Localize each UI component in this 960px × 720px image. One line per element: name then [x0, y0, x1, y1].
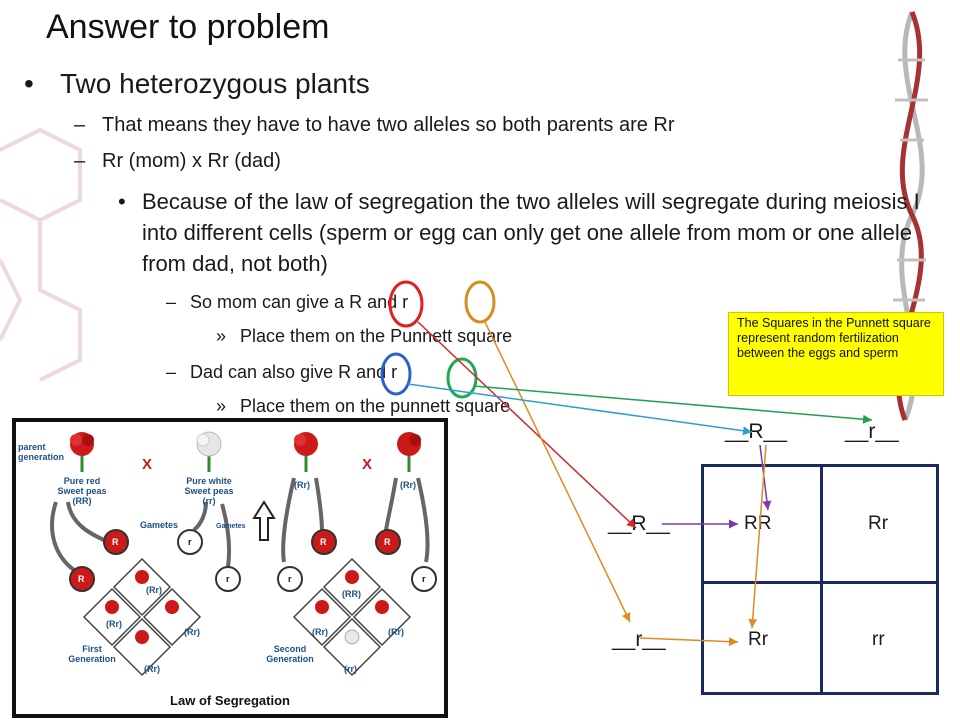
first-generation-label: First Generation	[68, 644, 116, 664]
allele-R-label: R	[78, 574, 85, 584]
white-flower-icon	[344, 629, 360, 645]
place-text-2: Place them on the punnett square	[240, 396, 511, 416]
dash-marker: –	[166, 362, 177, 382]
up-arrow-icon	[252, 500, 276, 541]
genotype-label: (Rr)	[312, 627, 328, 637]
molecule-decoration-icon	[0, 127, 82, 382]
punnett-cell: RR	[744, 513, 772, 534]
left-allele-r: __r__	[612, 628, 666, 651]
left-allele-R: __R__	[608, 512, 670, 535]
genotype-label: (Rr)	[144, 664, 160, 674]
punnett-square: RR Rr Rr rr	[701, 464, 939, 695]
allele-r-label: r	[422, 574, 426, 584]
punnett-cell: Rr	[748, 629, 769, 650]
punnett-cell: rr	[872, 629, 885, 650]
genotype-label: (Rr)	[388, 627, 404, 637]
genotype-label: (RR)	[342, 589, 361, 599]
top-allele-R: __R__	[725, 420, 787, 443]
genotype-label: (Rr)	[146, 585, 162, 595]
dash-marker: –	[74, 114, 86, 136]
parent-generation-label: parent generation	[18, 442, 65, 462]
bullet-marker: •	[24, 68, 34, 99]
gametes-label: Gametes	[140, 520, 179, 530]
second-generation-diamond	[292, 557, 412, 677]
main-bullet: Two heterozygous plants	[60, 68, 370, 99]
raquo-marker: »	[216, 326, 227, 346]
genotype-label: (Rr)	[184, 627, 200, 637]
bullet-marker: •	[118, 189, 126, 214]
parent-genotype-label: (Rr)	[294, 480, 310, 490]
allele-R-label: R	[320, 537, 327, 547]
genotype-label: (Rr)	[106, 619, 122, 629]
first-generation-diamond	[82, 557, 202, 677]
grid-divider	[704, 581, 936, 584]
punnett-cell: Rr	[868, 513, 889, 534]
top-allele-r: __r__	[845, 420, 899, 443]
gamete-ball-icon	[69, 529, 437, 592]
allele-R-label: R	[112, 537, 119, 547]
pure-white-label: Pure white Sweet peas (rr)	[184, 476, 234, 506]
raquo-marker: »	[216, 396, 227, 416]
dash-marker: –	[166, 292, 177, 312]
cross-symbol: X	[362, 456, 373, 473]
sub-bullet-2: Rr (mom) x Rr (dad)	[102, 150, 281, 172]
cross-symbol: X	[142, 456, 153, 473]
note-box: The Squares in the Punnett square repres…	[728, 312, 944, 396]
gametes-small-label: Gametes	[216, 523, 246, 530]
allele-R-label: R	[384, 537, 391, 547]
figure-title: Law of Segregation	[170, 693, 290, 708]
slide-title: Answer to problem	[46, 8, 330, 46]
genotype-label: (rr)	[344, 664, 357, 674]
red-flower-icon	[70, 432, 94, 472]
pure-red-label: Pure red Sweet peas (RR)	[57, 476, 107, 506]
allele-r-label: r	[188, 537, 192, 547]
white-flower-icon	[196, 431, 222, 472]
grid-divider	[820, 467, 823, 692]
red-flower-icon	[105, 570, 389, 644]
place-text-1: Place them on the Punnett square	[240, 326, 513, 346]
segregation-paragraph: Because of the law of segregation the tw…	[142, 189, 920, 276]
second-generation-label: Second Generation	[266, 644, 314, 664]
red-flower-icon	[294, 432, 318, 472]
dad-alleles-text: Dad can also give R and r	[190, 362, 398, 382]
allele-r-label: r	[226, 574, 230, 584]
red-flower-icon	[397, 432, 421, 472]
dash-marker: –	[74, 150, 86, 172]
allele-r-label: r	[288, 574, 292, 584]
sub-bullet-1: That means they have to have two alleles…	[102, 114, 675, 136]
mom-alleles-text: So mom can give a R and r	[190, 292, 409, 312]
law-of-segregation-figure: parent generation Pure red Sweet peas (R…	[12, 418, 448, 718]
parent-genotype-label: (Rr)	[400, 480, 416, 490]
